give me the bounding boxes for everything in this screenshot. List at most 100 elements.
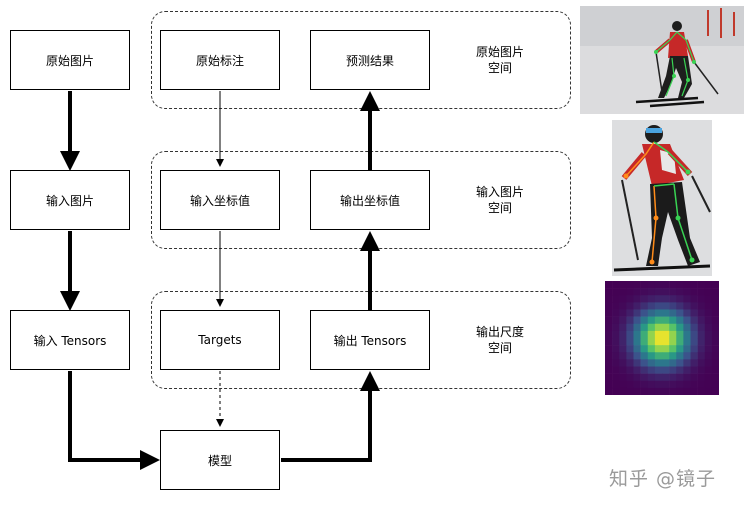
- heatmap-cell: [654, 288, 663, 296]
- heatmap-cell: [662, 387, 670, 395]
- heatmap-cell: [619, 330, 627, 339]
- heatmap-cell: [711, 359, 719, 367]
- heatmap-cell: [683, 345, 691, 353]
- heatmap-cell: [605, 387, 613, 395]
- heatmap-cell: [683, 352, 691, 360]
- heatmap-cell: [633, 387, 641, 395]
- heatmap-cell: [669, 302, 677, 310]
- heatmap-cell: [626, 387, 634, 395]
- heatmap-cell: [683, 380, 691, 389]
- heatmap-cell: [683, 359, 691, 367]
- heatmap-cell: [697, 330, 706, 339]
- heatmap-cell: [669, 281, 677, 289]
- heatmap-cell: [690, 323, 698, 332]
- heatmap-cell: [669, 323, 677, 332]
- heatmap-cell: [669, 338, 677, 346]
- heatmap-cell: [654, 359, 663, 367]
- heatmap-cell: [647, 302, 656, 310]
- heatmap-cell: [633, 288, 641, 296]
- heatmap-cell: [633, 323, 641, 332]
- heatmap-cell: [647, 373, 656, 382]
- node-prediction: 预测结果: [310, 30, 430, 90]
- heatmap-cell: [640, 359, 649, 367]
- heatmap-cell: [654, 387, 663, 395]
- heatmap-cell: [619, 387, 627, 395]
- heatmap-cell: [662, 380, 670, 389]
- heatmap-cell: [647, 387, 656, 395]
- heatmap-cell: [647, 345, 656, 353]
- heatmap-cell: [619, 309, 627, 317]
- heatmap-cell: [704, 281, 713, 289]
- arrow-model-to-output-tensors: [281, 371, 380, 462]
- heatmap-cell: [626, 352, 634, 360]
- heatmap-cell: [676, 295, 684, 303]
- heatmap-cell: [640, 366, 649, 374]
- heatmap-cell: [640, 352, 649, 360]
- heatmap-cell: [697, 288, 706, 296]
- heatmap-cell: [662, 323, 670, 332]
- skier-crop-drawing: [612, 120, 712, 276]
- heatmap-cell: [619, 338, 627, 346]
- heatmap-cell: [690, 330, 698, 339]
- heatmap-cell: [711, 316, 719, 325]
- heatmap-cell: [669, 316, 677, 325]
- node-output-tensors: 输出 Tensors: [310, 310, 430, 370]
- heatmap-cell: [647, 288, 656, 296]
- heatmap-cell: [669, 309, 677, 317]
- heatmap-cell: [647, 330, 656, 339]
- label-original-image-space-line1: 原始图片: [475, 45, 524, 59]
- heatmap-cell: [669, 366, 677, 374]
- heatmap-cell: [690, 345, 698, 353]
- heatmap-cell: [647, 359, 656, 367]
- heatmap-cell: [633, 338, 641, 346]
- gaussian-heatmap: [605, 281, 719, 395]
- heatmap-cell: [654, 352, 663, 360]
- heatmap-cell: [676, 380, 684, 389]
- heatmap-cell: [697, 338, 706, 346]
- heatmap-cell: [647, 309, 656, 317]
- heatmap-cell: [640, 338, 649, 346]
- heatmap-cell: [654, 373, 663, 382]
- heatmap-cell: [647, 295, 656, 303]
- heatmap-cell: [690, 302, 698, 310]
- heatmap-cell: [662, 330, 670, 339]
- heatmap-cell: [640, 281, 649, 289]
- heatmap-cell: [619, 352, 627, 360]
- heatmap-cell: [711, 366, 719, 374]
- heatmap-cell: [711, 323, 719, 332]
- heatmap-cell: [619, 302, 627, 310]
- heatmap-cell: [683, 323, 691, 332]
- heatmap-cell: [612, 316, 620, 325]
- heatmap-cell: [654, 366, 663, 374]
- heatmap-cell: [605, 345, 613, 353]
- heatmap-cell: [662, 281, 670, 289]
- heatmap-cell: [654, 345, 663, 353]
- heatmap-cell: [711, 352, 719, 360]
- heatmap-cell: [711, 281, 719, 289]
- heatmap-cell: [647, 352, 656, 360]
- heatmap-cell: [619, 373, 627, 382]
- heatmap-cell: [626, 316, 634, 325]
- heatmap-cell: [676, 338, 684, 346]
- heatmap-cell: [690, 295, 698, 303]
- heatmap-cell: [683, 281, 691, 289]
- heatmap-cell: [697, 345, 706, 353]
- heatmap-cell: [690, 316, 698, 325]
- heatmap-cell: [662, 309, 670, 317]
- heatmap-cell: [612, 380, 620, 389]
- heatmap-cell: [605, 309, 613, 317]
- heatmap-cell: [640, 302, 649, 310]
- watermark: 知乎 @镜子: [609, 468, 717, 490]
- heatmap-cell: [633, 281, 641, 289]
- heatmap-cell: [711, 373, 719, 382]
- heatmap-cell: [612, 366, 620, 374]
- label-output-scale-space: 输出尺度 空间: [460, 324, 540, 356]
- heatmap-cell: [654, 281, 663, 289]
- heatmap-cell: [654, 316, 663, 325]
- heatmap-cell: [697, 359, 706, 367]
- heatmap-cell: [704, 295, 713, 303]
- heatmap-cell: [662, 366, 670, 374]
- heatmap-cell: [697, 295, 706, 303]
- gaussian-heatmap-grid: [605, 281, 719, 395]
